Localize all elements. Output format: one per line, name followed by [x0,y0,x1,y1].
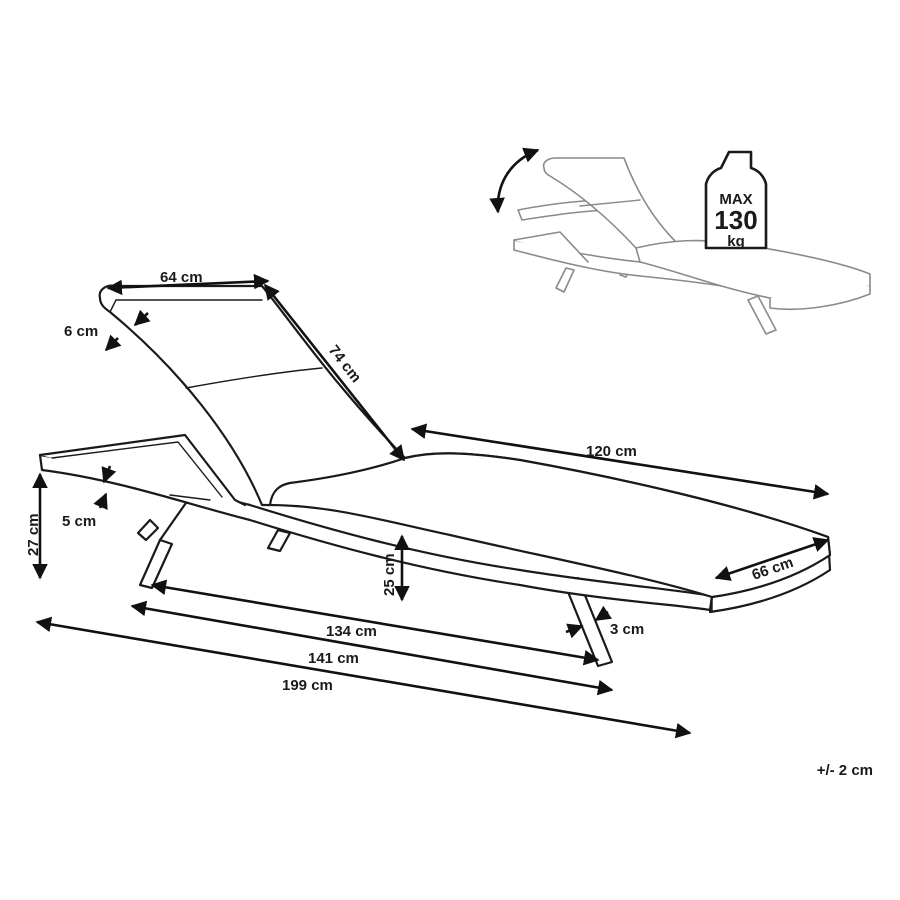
label-leg-thickness: 3 cm [610,621,644,638]
weight-icon: MAX 130 kg [704,150,768,250]
label-seat-height: 25 cm [381,553,398,596]
label-backrest-width: 64 cm [160,269,203,286]
dim-seat-width [714,537,830,581]
dim-backrest-thickness-a [104,334,122,352]
dim-lying-length [130,600,614,696]
label-seat-length: 120 cm [586,443,637,460]
adjustable-lounger-sketch [513,157,871,335]
dim-frame-thickness-a [101,465,117,484]
weight-value: 130 [714,205,757,235]
dimension-labels: 64 cm 6 cm 74 cm 120 cm 66 cm 27 cm 5 cm… [25,269,796,694]
adjustable-backrest-arrow-icon [489,147,540,214]
weight-max-label: MAX [719,191,752,208]
dim-total-length [35,616,692,739]
dim-backrest-length [263,283,406,462]
label-total-length: 199 cm [282,677,333,694]
dim-leg-thickness-a [565,623,584,639]
label-lying-length: 141 cm [308,650,359,667]
label-frame-thickness: 5 cm [62,513,96,530]
dim-leg-thickness-b [594,605,613,622]
weight-unit: kg [727,233,745,250]
label-total-height: 27 cm [25,513,42,556]
label-backrest-thickness: 6 cm [64,323,98,340]
dimension-lines [32,273,830,739]
tolerance-note: +/- 2 cm [816,762,873,779]
dim-seat-length [410,423,830,500]
label-frame-length: 134 cm [326,623,377,640]
dim-frame-thickness-b [93,492,108,510]
dim-backrest-width [106,273,270,296]
dim-backrest-thickness-b [133,309,151,327]
